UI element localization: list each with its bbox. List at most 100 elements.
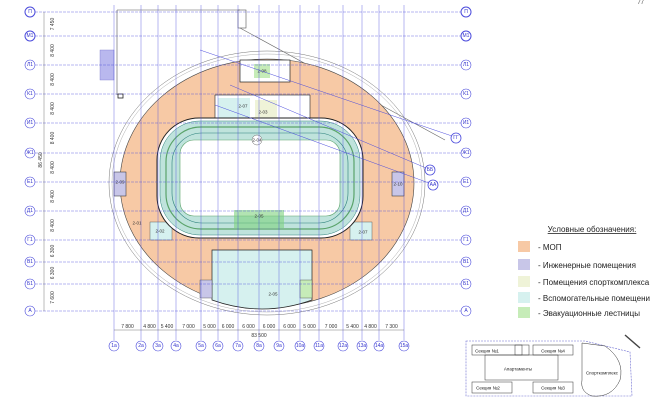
col-axis-label: 2a [138, 343, 144, 349]
col-axis-label: 12a [339, 343, 348, 349]
row-axis-label: П [28, 9, 32, 15]
row-dim: 6 300 [50, 245, 56, 258]
legend-swatch [518, 259, 530, 270]
row-dim: 8 400 [50, 132, 56, 145]
col-axis-marker [212, 340, 224, 352]
col-dim: 4 800 [143, 324, 156, 330]
col-axis-label: 14a [375, 343, 384, 349]
inset-section-2: Секция №2 [476, 386, 500, 391]
row-axis-marker [460, 6, 472, 18]
legend-title: Условные обозначения: [548, 225, 637, 234]
col-axis-label: 11a [315, 343, 323, 349]
col-axis-marker [373, 340, 385, 352]
diagonal-axis-line [214, 104, 430, 184]
col-axis-marker [135, 340, 147, 352]
row-axis-label: В1 [27, 259, 33, 265]
legend-label: - Инженерные помещения [538, 261, 636, 270]
legend-label: - Помещения спорткомплекса [538, 278, 650, 287]
legend-label: - МОП [538, 243, 562, 252]
room-label: 2-01 [132, 221, 142, 226]
stands-row [165, 126, 355, 230]
room-label: 2-07 [358, 230, 368, 235]
row-axis-marker [460, 88, 472, 100]
row-axis-label: М1 [27, 33, 34, 39]
row-axis-label: М1 [463, 33, 470, 39]
inset-section-3: Секция №3 [541, 386, 565, 391]
row-axis-marker [24, 256, 36, 268]
row-dim: 8 400 [50, 73, 56, 86]
legend: - МОП - Инженерные помещения - Помещения с… [518, 241, 650, 318]
col-dim: 5 000 [203, 324, 216, 330]
col-axis-marker [356, 340, 368, 352]
legend-label: - Вспомогательные помещения [538, 294, 650, 303]
row-axis-marker [460, 117, 472, 129]
legend-swatch [518, 241, 530, 252]
outer-facade [108, 50, 426, 316]
row-axis-marker [24, 88, 36, 100]
col-dim: 4 800 [364, 324, 377, 330]
room-label: 2-02 [155, 229, 165, 234]
row-axis-marker [24, 278, 36, 290]
col-dim: 7 000 [182, 324, 195, 330]
row-dim: 7 450 [50, 18, 56, 31]
row-axis-label: К1 [463, 91, 469, 97]
diagonal-axis-label: ГГ [453, 135, 459, 141]
site-inset [465, 334, 641, 397]
col-dim: 5 400 [346, 324, 359, 330]
row-axis-label: Ж1 [26, 150, 34, 156]
col-axis-label: 8a [256, 343, 262, 349]
row-axis-marker [460, 234, 472, 246]
col-axis-marker [253, 340, 265, 352]
row-axis-label: Б1 [463, 281, 469, 287]
row-axis-label: И1 [463, 120, 470, 126]
row-dim: 8 400 [50, 190, 56, 203]
inset-sport: Спорткомплекс [586, 371, 619, 376]
page-number: 77 [637, 0, 644, 6]
diagonal-axis-label: ББ [427, 167, 434, 173]
row-axis-marker [24, 6, 36, 18]
south-block [211, 249, 313, 310]
row-axis-marker [24, 147, 36, 159]
row-axis-label: Ж1 [462, 150, 470, 156]
inset-apartments: Апартаменты [504, 367, 532, 372]
row-axis-marker [460, 30, 472, 42]
col-axis-label: 4a [173, 343, 179, 349]
inset-section-4: Секция №4 [541, 349, 565, 354]
row-axis-label: А [28, 308, 32, 314]
row-axis-marker [460, 205, 472, 217]
row-axis-marker [460, 305, 472, 317]
row-axis-marker [460, 278, 472, 290]
col-dim: 5 400 [161, 324, 174, 330]
row-axis-label: Л1 [27, 62, 33, 68]
diagonal-axis-marker [427, 179, 439, 191]
col-axis-marker [195, 340, 207, 352]
outer-facade [111, 53, 423, 313]
room-label: 2-07 [238, 104, 248, 109]
stair-room [299, 279, 313, 299]
row-axis-marker [24, 59, 36, 71]
col-axis-label: 9a [276, 343, 282, 349]
col-axis-marker [108, 340, 120, 352]
col-axis-label: 13a [358, 343, 367, 349]
row-total: 86 450 [38, 152, 44, 168]
diagonal-axis-label: АА [430, 182, 437, 188]
col-dim: 7 800 [121, 324, 134, 330]
engineering-room [199, 279, 213, 299]
sport-room [255, 100, 277, 120]
col-dim: 5 000 [303, 324, 316, 330]
row-axis-marker [24, 176, 36, 188]
row-axis-marker [460, 176, 472, 188]
room-marker [251, 134, 263, 146]
room-label: 2-05 [268, 292, 278, 297]
row-axis-label: Е1 [463, 179, 469, 185]
aux-room [218, 98, 250, 120]
col-axis-marker [273, 340, 285, 352]
col-axis-label: 15a [400, 343, 409, 349]
row-axis-marker [24, 234, 36, 246]
row-axis-label: В1 [463, 259, 469, 265]
col-dim: 6 000 [263, 324, 276, 330]
legend-swatch [518, 307, 530, 318]
diagonal-axis-marker [450, 132, 462, 144]
col-axis-label: 10a [296, 343, 305, 349]
